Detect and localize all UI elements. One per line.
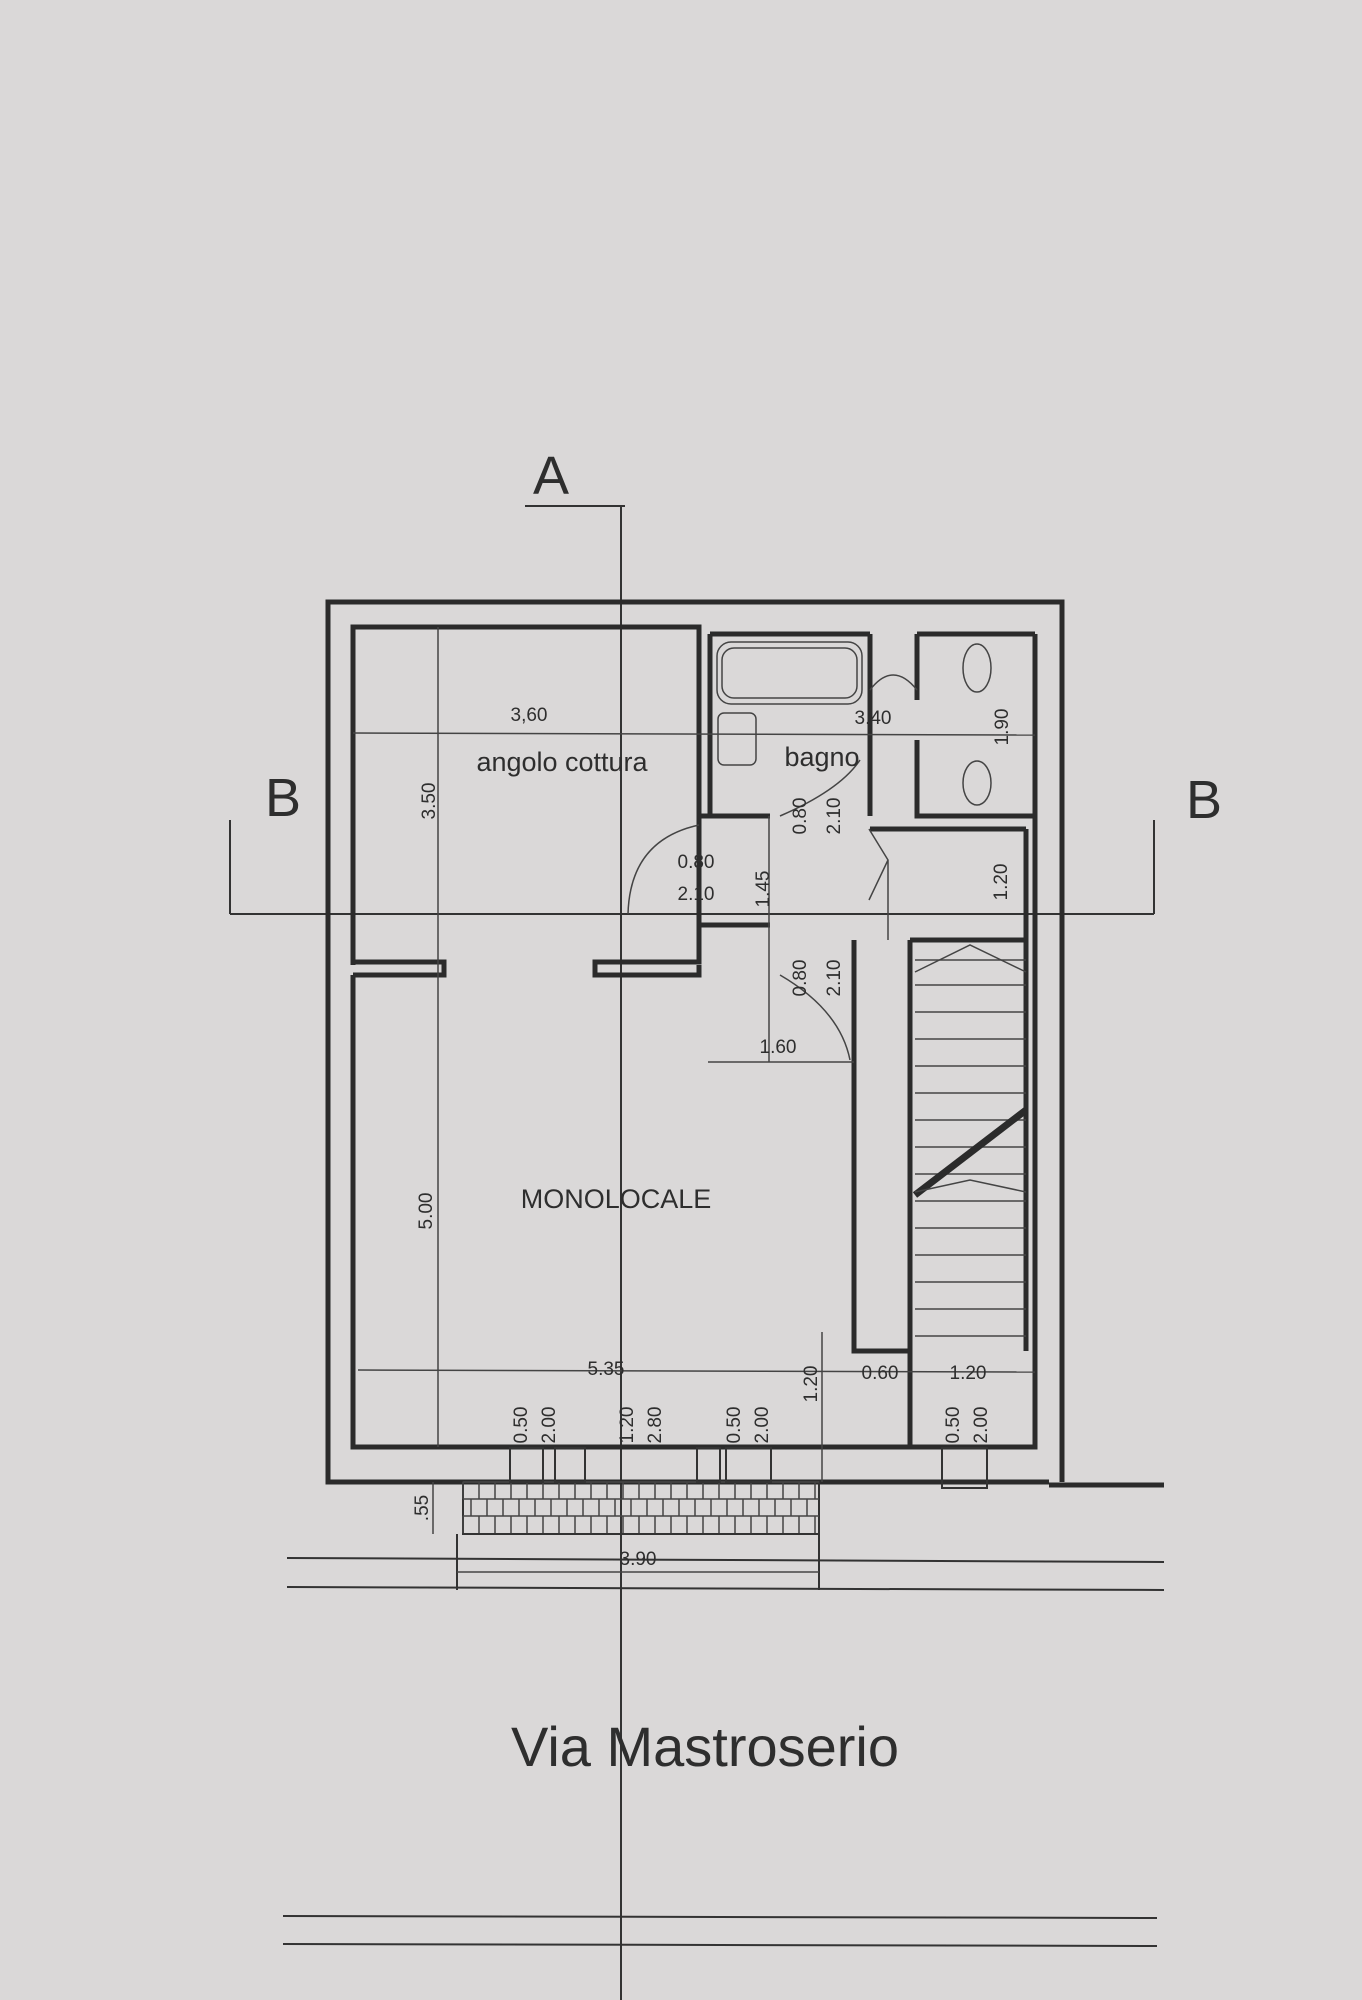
toilet bbox=[962, 760, 992, 806]
room-label-main: MONOLOCALE bbox=[521, 1184, 712, 1214]
dim-door1-width: 0.80 bbox=[678, 852, 715, 873]
dim-door2-width: 0.80 bbox=[790, 960, 811, 997]
section-line-b: B B bbox=[229, 768, 1222, 915]
dim-win3-height: 2.00 bbox=[971, 1407, 992, 1444]
entrance-step bbox=[456, 1481, 820, 1590]
dim-stair-width: 1.20 bbox=[950, 1363, 987, 1384]
dim-door1-height: 2.10 bbox=[678, 884, 715, 905]
dim-main-width: 5.35 bbox=[588, 1359, 625, 1380]
door-swing bbox=[869, 674, 918, 691]
dim-corridor: 1.45 bbox=[753, 871, 774, 908]
openings bbox=[509, 1447, 988, 1489]
street-lines bbox=[282, 1557, 1165, 1947]
section-line-a: A bbox=[525, 446, 625, 2000]
dim-win3-width: 0.50 bbox=[943, 1407, 964, 1444]
dimension-lines bbox=[352, 627, 1036, 1573]
sink bbox=[717, 712, 757, 766]
dim-stair-offset: 1.20 bbox=[801, 1366, 822, 1403]
dim-step-width: 3.90 bbox=[620, 1549, 657, 1570]
dim-door-main-width: 1.20 bbox=[617, 1407, 638, 1444]
bathtub bbox=[716, 641, 863, 705]
dim-win1-height: 2.00 bbox=[539, 1407, 560, 1444]
section-label-b-right: B bbox=[1186, 770, 1222, 830]
dim-bath-depth: 1.90 bbox=[992, 709, 1013, 746]
dim-win2-width: 0.50 bbox=[724, 1407, 745, 1444]
bidet bbox=[962, 643, 992, 693]
dim-wall-gap: 0.60 bbox=[862, 1363, 899, 1384]
door-swing bbox=[779, 759, 861, 817]
dim-bath-door-width: 0.80 bbox=[790, 798, 811, 835]
dim-corridor-width: 1.60 bbox=[760, 1037, 797, 1058]
dim-stair-landing: 1.20 bbox=[991, 864, 1012, 901]
dim-kitchen-depth: 3.50 bbox=[419, 783, 440, 820]
dim-bath-width: 3.40 bbox=[855, 708, 892, 729]
door-swing bbox=[779, 974, 851, 1061]
dim-kitchen-width: 3,60 bbox=[511, 705, 548, 726]
dim-door2-height: 2.10 bbox=[824, 960, 845, 997]
section-label-a: A bbox=[533, 446, 569, 506]
dim-door-main-height: 2.80 bbox=[645, 1407, 666, 1444]
dim-step-depth: .55 bbox=[412, 1495, 433, 1521]
dim-bath-door-height: 2.10 bbox=[824, 798, 845, 835]
dim-main-depth: 5.00 bbox=[416, 1193, 437, 1230]
dim-win2-height: 2.00 bbox=[752, 1407, 773, 1444]
walls bbox=[325, 599, 1164, 1488]
staircase bbox=[868, 828, 1029, 1337]
street-name: Via Mastroserio bbox=[511, 1715, 899, 1778]
dim-win1-width: 0.50 bbox=[511, 1407, 532, 1444]
room-label-bathroom: bagno bbox=[784, 742, 859, 772]
door-swing bbox=[627, 824, 700, 915]
section-label-b-left: B bbox=[265, 768, 301, 828]
room-label-kitchen: angolo cottura bbox=[476, 747, 648, 777]
